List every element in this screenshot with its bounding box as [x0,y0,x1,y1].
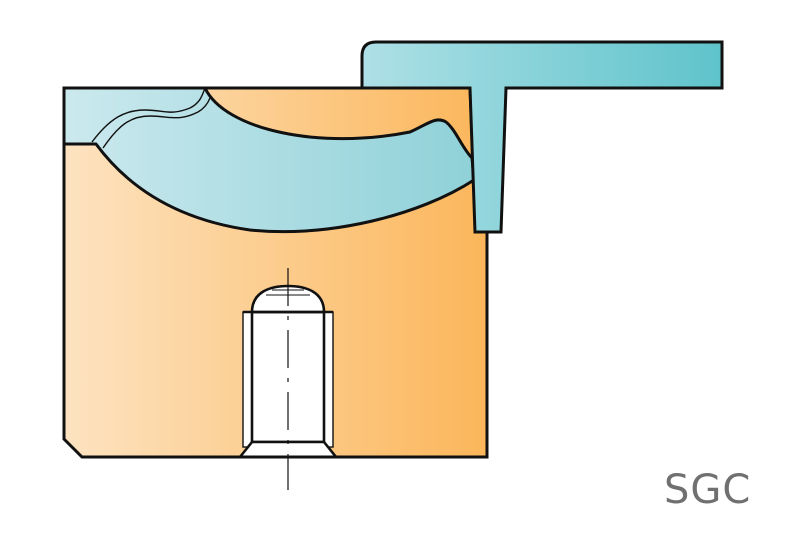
watermark-label: SGC [664,467,752,513]
t-clamp [360,40,724,234]
seat-detail-line-1 [91,87,206,143]
seat-detail-line-2 [102,97,211,149]
bolt [237,268,339,490]
